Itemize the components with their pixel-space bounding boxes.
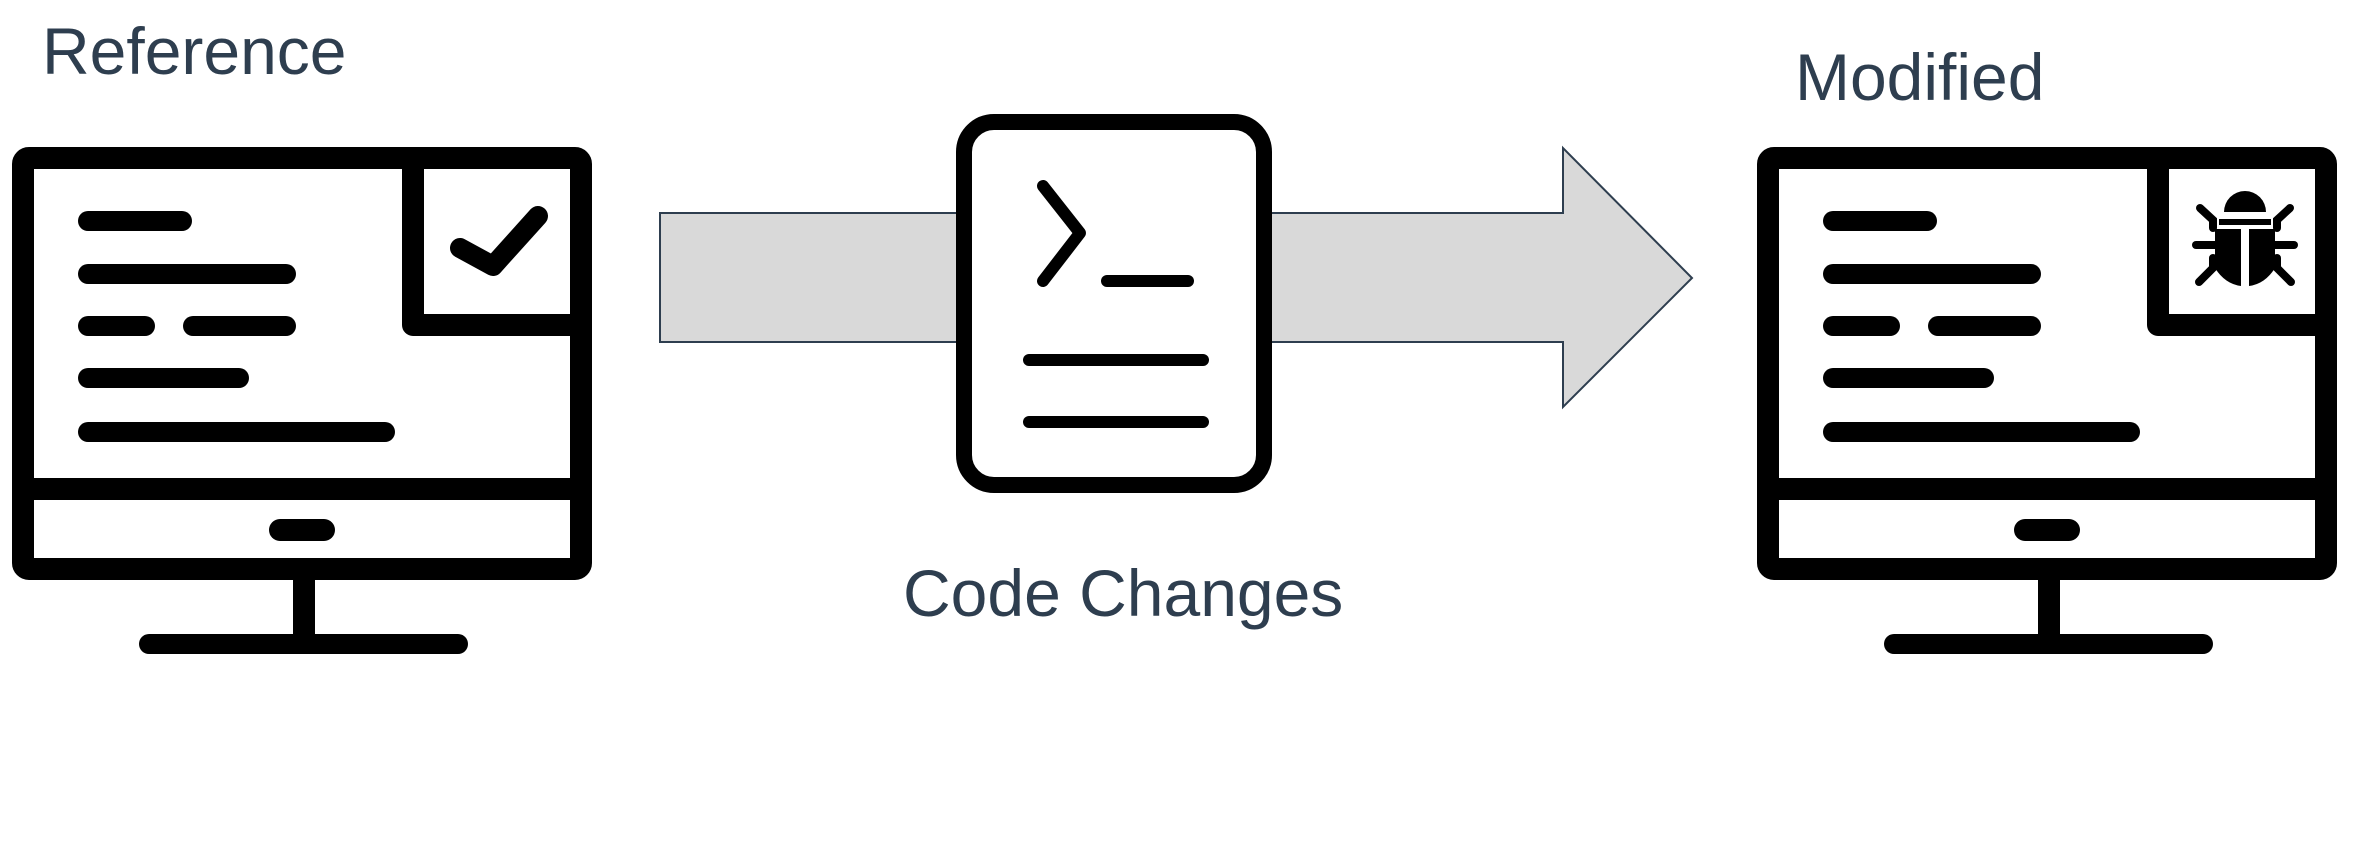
- terminal-file-icon: [956, 114, 1272, 493]
- modified-label: Modified: [1795, 40, 2045, 114]
- checkmark-icon: [450, 206, 548, 276]
- reference-label: Reference: [42, 14, 347, 88]
- code-changes-label: Code Changes: [903, 556, 1344, 630]
- bug-icon: [2192, 191, 2298, 286]
- modified-monitor-icon: [1757, 147, 2337, 654]
- reference-monitor-icon: [12, 147, 592, 654]
